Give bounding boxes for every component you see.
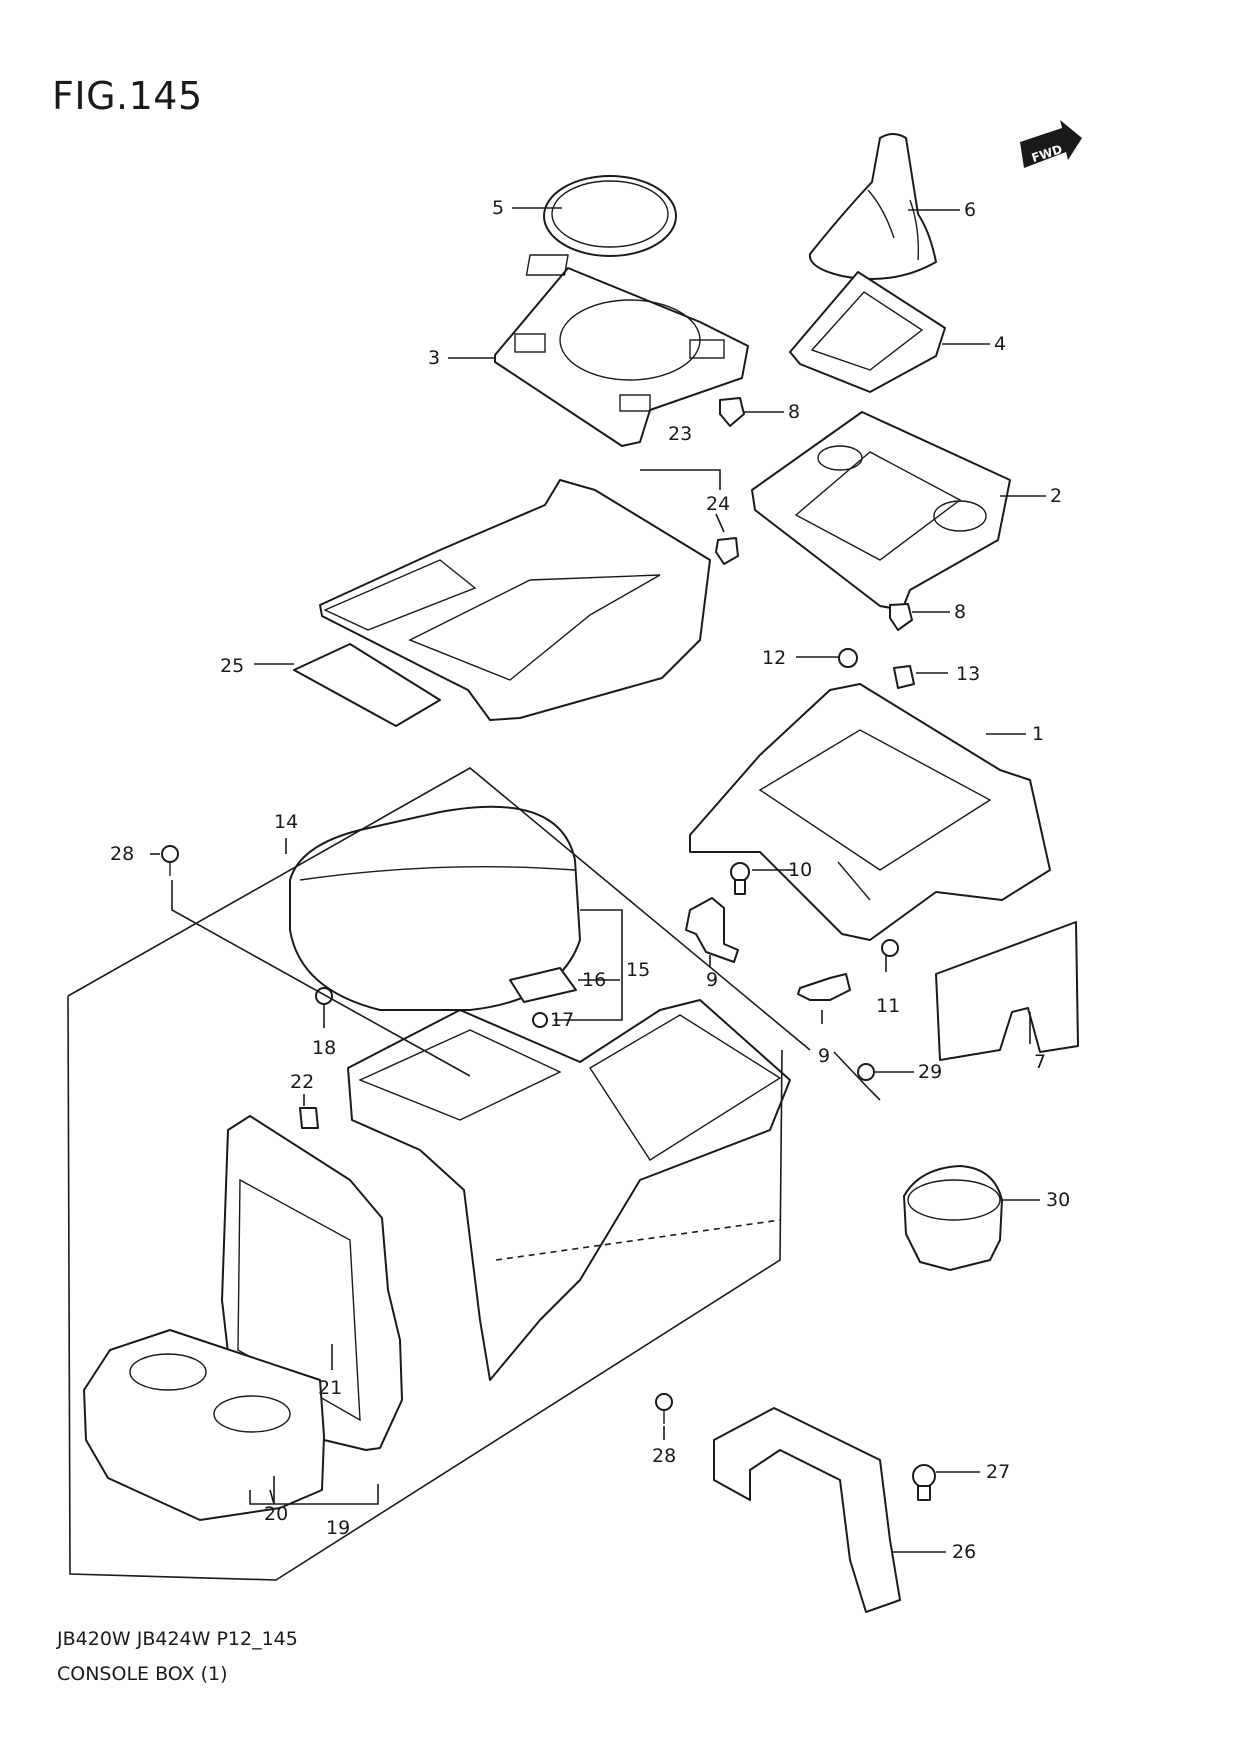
callout-9: 9 bbox=[818, 1045, 830, 1067]
part-26-bracket bbox=[713, 1407, 901, 1613]
part-10-bolt bbox=[730, 862, 750, 895]
callout-5: 5 bbox=[492, 197, 504, 219]
callout-4: 4 bbox=[994, 333, 1006, 355]
part-28-screw bbox=[161, 845, 179, 876]
part-1-frame bbox=[689, 683, 1051, 941]
callout-11: 11 bbox=[876, 995, 900, 1017]
part-16-hinge bbox=[509, 967, 577, 1003]
part-28-screw bbox=[655, 1393, 673, 1424]
part-15-console-body bbox=[347, 999, 791, 1381]
callout-19: 19 bbox=[326, 1517, 350, 1539]
callout-3: 3 bbox=[428, 347, 440, 369]
part-2-panel bbox=[751, 411, 1011, 611]
callout-27: 27 bbox=[986, 1461, 1010, 1483]
part-4-frame bbox=[789, 271, 946, 393]
callout-25: 25 bbox=[220, 655, 244, 677]
callout-23: 23 bbox=[668, 423, 692, 445]
callout-28: 28 bbox=[652, 1445, 676, 1467]
callout-15: 15 bbox=[626, 959, 650, 981]
footer-section-title: CONSOLE BOX (1) bbox=[57, 1663, 228, 1685]
callout-8: 8 bbox=[954, 601, 966, 623]
callout-22: 22 bbox=[290, 1071, 314, 1093]
part-22-clip bbox=[299, 1107, 319, 1129]
footer-model-code: JB420W JB424W P12_145 bbox=[57, 1628, 298, 1650]
part-12-screw bbox=[838, 648, 858, 668]
callout-2: 2 bbox=[1050, 485, 1062, 507]
part-5-ring bbox=[543, 175, 677, 257]
callout-28: 28 bbox=[110, 843, 134, 865]
callout-24: 24 bbox=[706, 493, 730, 515]
callout-14: 14 bbox=[274, 811, 298, 833]
callout-17: 17 bbox=[550, 1009, 574, 1031]
part-24-clip bbox=[715, 537, 739, 565]
callout-9: 9 bbox=[706, 969, 718, 991]
callout-20: 20 bbox=[264, 1503, 288, 1525]
figure-title: FIG.145 bbox=[52, 74, 203, 118]
callout-18: 18 bbox=[312, 1037, 336, 1059]
part-14-armrest bbox=[289, 805, 581, 1011]
callout-12: 12 bbox=[762, 647, 786, 669]
callout-30: 30 bbox=[1046, 1189, 1070, 1211]
part-8-clip bbox=[889, 603, 913, 631]
part-9-bracket bbox=[797, 973, 851, 1001]
part-8-clip bbox=[719, 397, 745, 427]
part-17-screw bbox=[532, 1012, 548, 1028]
callout-16: 16 bbox=[582, 969, 606, 991]
callout-13: 13 bbox=[956, 663, 980, 685]
part-9-bracket bbox=[685, 897, 739, 963]
part-6-shift-boot bbox=[808, 133, 937, 280]
callout-6: 6 bbox=[964, 199, 976, 221]
callout-10: 10 bbox=[788, 859, 812, 881]
callout-29: 29 bbox=[918, 1061, 942, 1083]
part-27-bolt bbox=[912, 1464, 936, 1501]
part-11-screw bbox=[881, 939, 899, 957]
callout-21: 21 bbox=[318, 1377, 342, 1399]
part-30-cap bbox=[903, 1165, 1003, 1271]
callout-26: 26 bbox=[952, 1541, 976, 1563]
part-3-panel bbox=[494, 254, 749, 447]
callout-1: 1 bbox=[1032, 723, 1044, 745]
part-7-pad bbox=[935, 921, 1079, 1061]
callout-7: 7 bbox=[1034, 1051, 1046, 1073]
part-20-cup-holder bbox=[83, 1329, 325, 1521]
fwd-arrow-icon: FWD bbox=[1020, 120, 1082, 168]
part-29-screw bbox=[857, 1063, 875, 1081]
part-25-mat bbox=[293, 643, 441, 727]
part-23-tray bbox=[319, 479, 711, 721]
callout-8: 8 bbox=[788, 401, 800, 423]
part-13-nut bbox=[893, 665, 915, 689]
